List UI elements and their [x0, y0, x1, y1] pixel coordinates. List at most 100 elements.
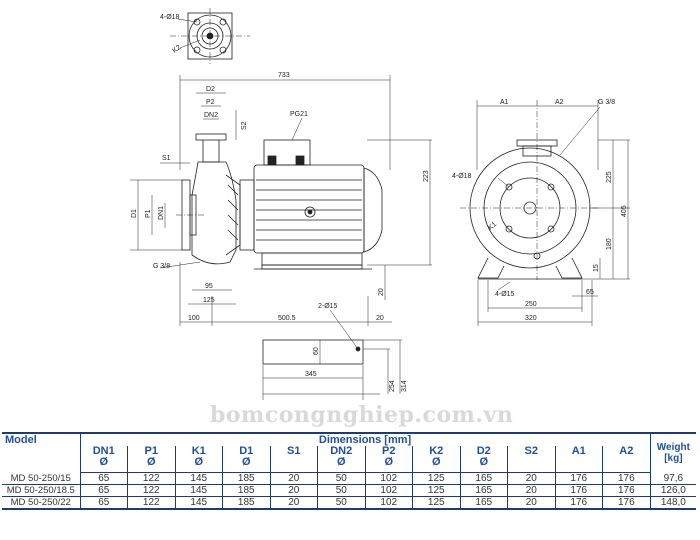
dim-250: 250	[525, 301, 537, 308]
base-plate-view: 2-Ø15 60 345 254 314	[262, 303, 408, 400]
value-cell-a1: 176	[554, 496, 603, 510]
value-cell-a2: 176	[602, 496, 651, 510]
column-header-unit: Ø	[431, 456, 441, 468]
dim-a1: A1	[500, 99, 509, 106]
value-cell-s1: 20	[269, 484, 318, 497]
header-weight-line2: [kg]	[664, 453, 683, 465]
dim-95: 95	[205, 283, 213, 290]
dim-223: 223	[423, 170, 430, 182]
value-cell-dn1: 65	[79, 496, 128, 510]
value-cell-s1: 20	[269, 472, 318, 485]
value-cell-a1: 176	[554, 484, 603, 497]
column-header-name: A1	[571, 445, 586, 457]
weight-cell: 97,6	[649, 472, 697, 485]
value-cell-d1: 185	[222, 496, 270, 510]
value-cell-a1: 176	[554, 472, 603, 485]
column-header-a2: A2	[602, 445, 651, 473]
value-cell-a2: 176	[602, 484, 651, 497]
value-cell-s2: 20	[507, 472, 555, 485]
value-cell-dn2: 50	[317, 496, 365, 510]
dim-125: 125	[203, 297, 215, 304]
model-cell: MD 50-250/18.5	[2, 484, 80, 497]
dim-a2: A2	[555, 99, 564, 106]
dim-320: 320	[525, 315, 537, 322]
dim-180: 180	[606, 238, 613, 250]
value-cell-d2: 165	[459, 496, 508, 510]
column-header-name: DN2	[330, 445, 353, 457]
value-cell-s2: 20	[507, 484, 555, 497]
value-cell-d2: 165	[459, 472, 508, 485]
dim-314: 314	[401, 380, 408, 392]
dim-100: 100	[188, 315, 200, 322]
label-pg21: PG21	[290, 111, 308, 118]
model-cell: MD 50-250/22	[2, 496, 80, 510]
label-g38-front: G 3/8	[598, 99, 615, 106]
label-4-15: 4-Ø15	[495, 291, 515, 298]
header-weight-line1: Weight	[656, 442, 690, 454]
column-header-a1: A1	[554, 445, 603, 473]
table-header-row: Model Dimensions [mm] Weight [kg]	[2, 432, 697, 473]
dim-405: 405	[621, 205, 628, 217]
label-g38-side: G 3/8	[153, 263, 170, 270]
dim-d2: D2	[206, 86, 215, 93]
model-cell: MD 50-250/15	[2, 472, 80, 485]
column-header-s1: S1	[269, 446, 318, 473]
dim-500-5: 500.5	[278, 315, 296, 322]
dim-345: 345	[305, 371, 317, 378]
top-flange-view: 4-Ø18 K2	[160, 8, 250, 64]
value-cell-k2: 125	[412, 484, 460, 497]
dim-s1: S1	[162, 155, 171, 162]
label-4-18: 4-Ø18	[452, 173, 472, 180]
value-cell-p1: 122	[127, 472, 175, 485]
value-cell-dn1: 65	[79, 484, 128, 497]
column-header-name: P1	[144, 445, 158, 457]
watermark-text: bomcongnghiep.com.vn	[210, 402, 513, 428]
value-cell-dn1: 65	[79, 472, 128, 485]
pump-dimension-drawing: 4-Ø18 K2 733 D2 P2 DN2 S2 D1 P1 DN1	[130, 8, 630, 428]
value-cell-k1: 145	[174, 484, 223, 497]
value-cell-dn2: 50	[317, 472, 365, 485]
dim-s2: S2	[241, 121, 248, 130]
dim-dn2: DN2	[204, 112, 218, 119]
value-cell-dn2: 50	[317, 484, 365, 497]
dim-15: 15	[593, 264, 600, 272]
value-cell-k1: 145	[174, 472, 223, 485]
weight-cell: 148,0	[649, 496, 697, 510]
dim-60: 60	[313, 347, 320, 355]
column-header-name: A2	[619, 445, 634, 457]
value-cell-k2: 125	[412, 496, 460, 510]
column-header-s2: S2	[507, 445, 555, 473]
header-weight: Weight [kg]	[649, 432, 697, 473]
column-header-unit: Ø	[99, 456, 109, 468]
value-cell-a2: 176	[602, 472, 651, 485]
value-cell-d1: 185	[222, 472, 270, 485]
value-cell-d2: 165	[459, 484, 508, 497]
dim-225: 225	[606, 171, 613, 183]
column-header-unit: Ø	[336, 456, 346, 468]
label-k1: K1	[487, 221, 498, 232]
value-cell-p2: 102	[364, 496, 413, 510]
value-cell-p2: 102	[364, 484, 413, 497]
value-cell-s2: 20	[507, 496, 555, 510]
label-k2: K2	[171, 44, 182, 55]
header-model: Model	[2, 432, 80, 473]
column-header-name: K2	[429, 445, 444, 457]
column-header-unit: Ø	[479, 456, 489, 468]
column-header-name: D2	[476, 445, 491, 457]
dim-dn1: DN1	[158, 206, 165, 220]
column-header-name: S2	[524, 445, 538, 457]
dim-65: 65	[586, 289, 594, 296]
dim-20-bottom: 20	[376, 315, 384, 322]
dim-254: 254	[389, 380, 396, 392]
